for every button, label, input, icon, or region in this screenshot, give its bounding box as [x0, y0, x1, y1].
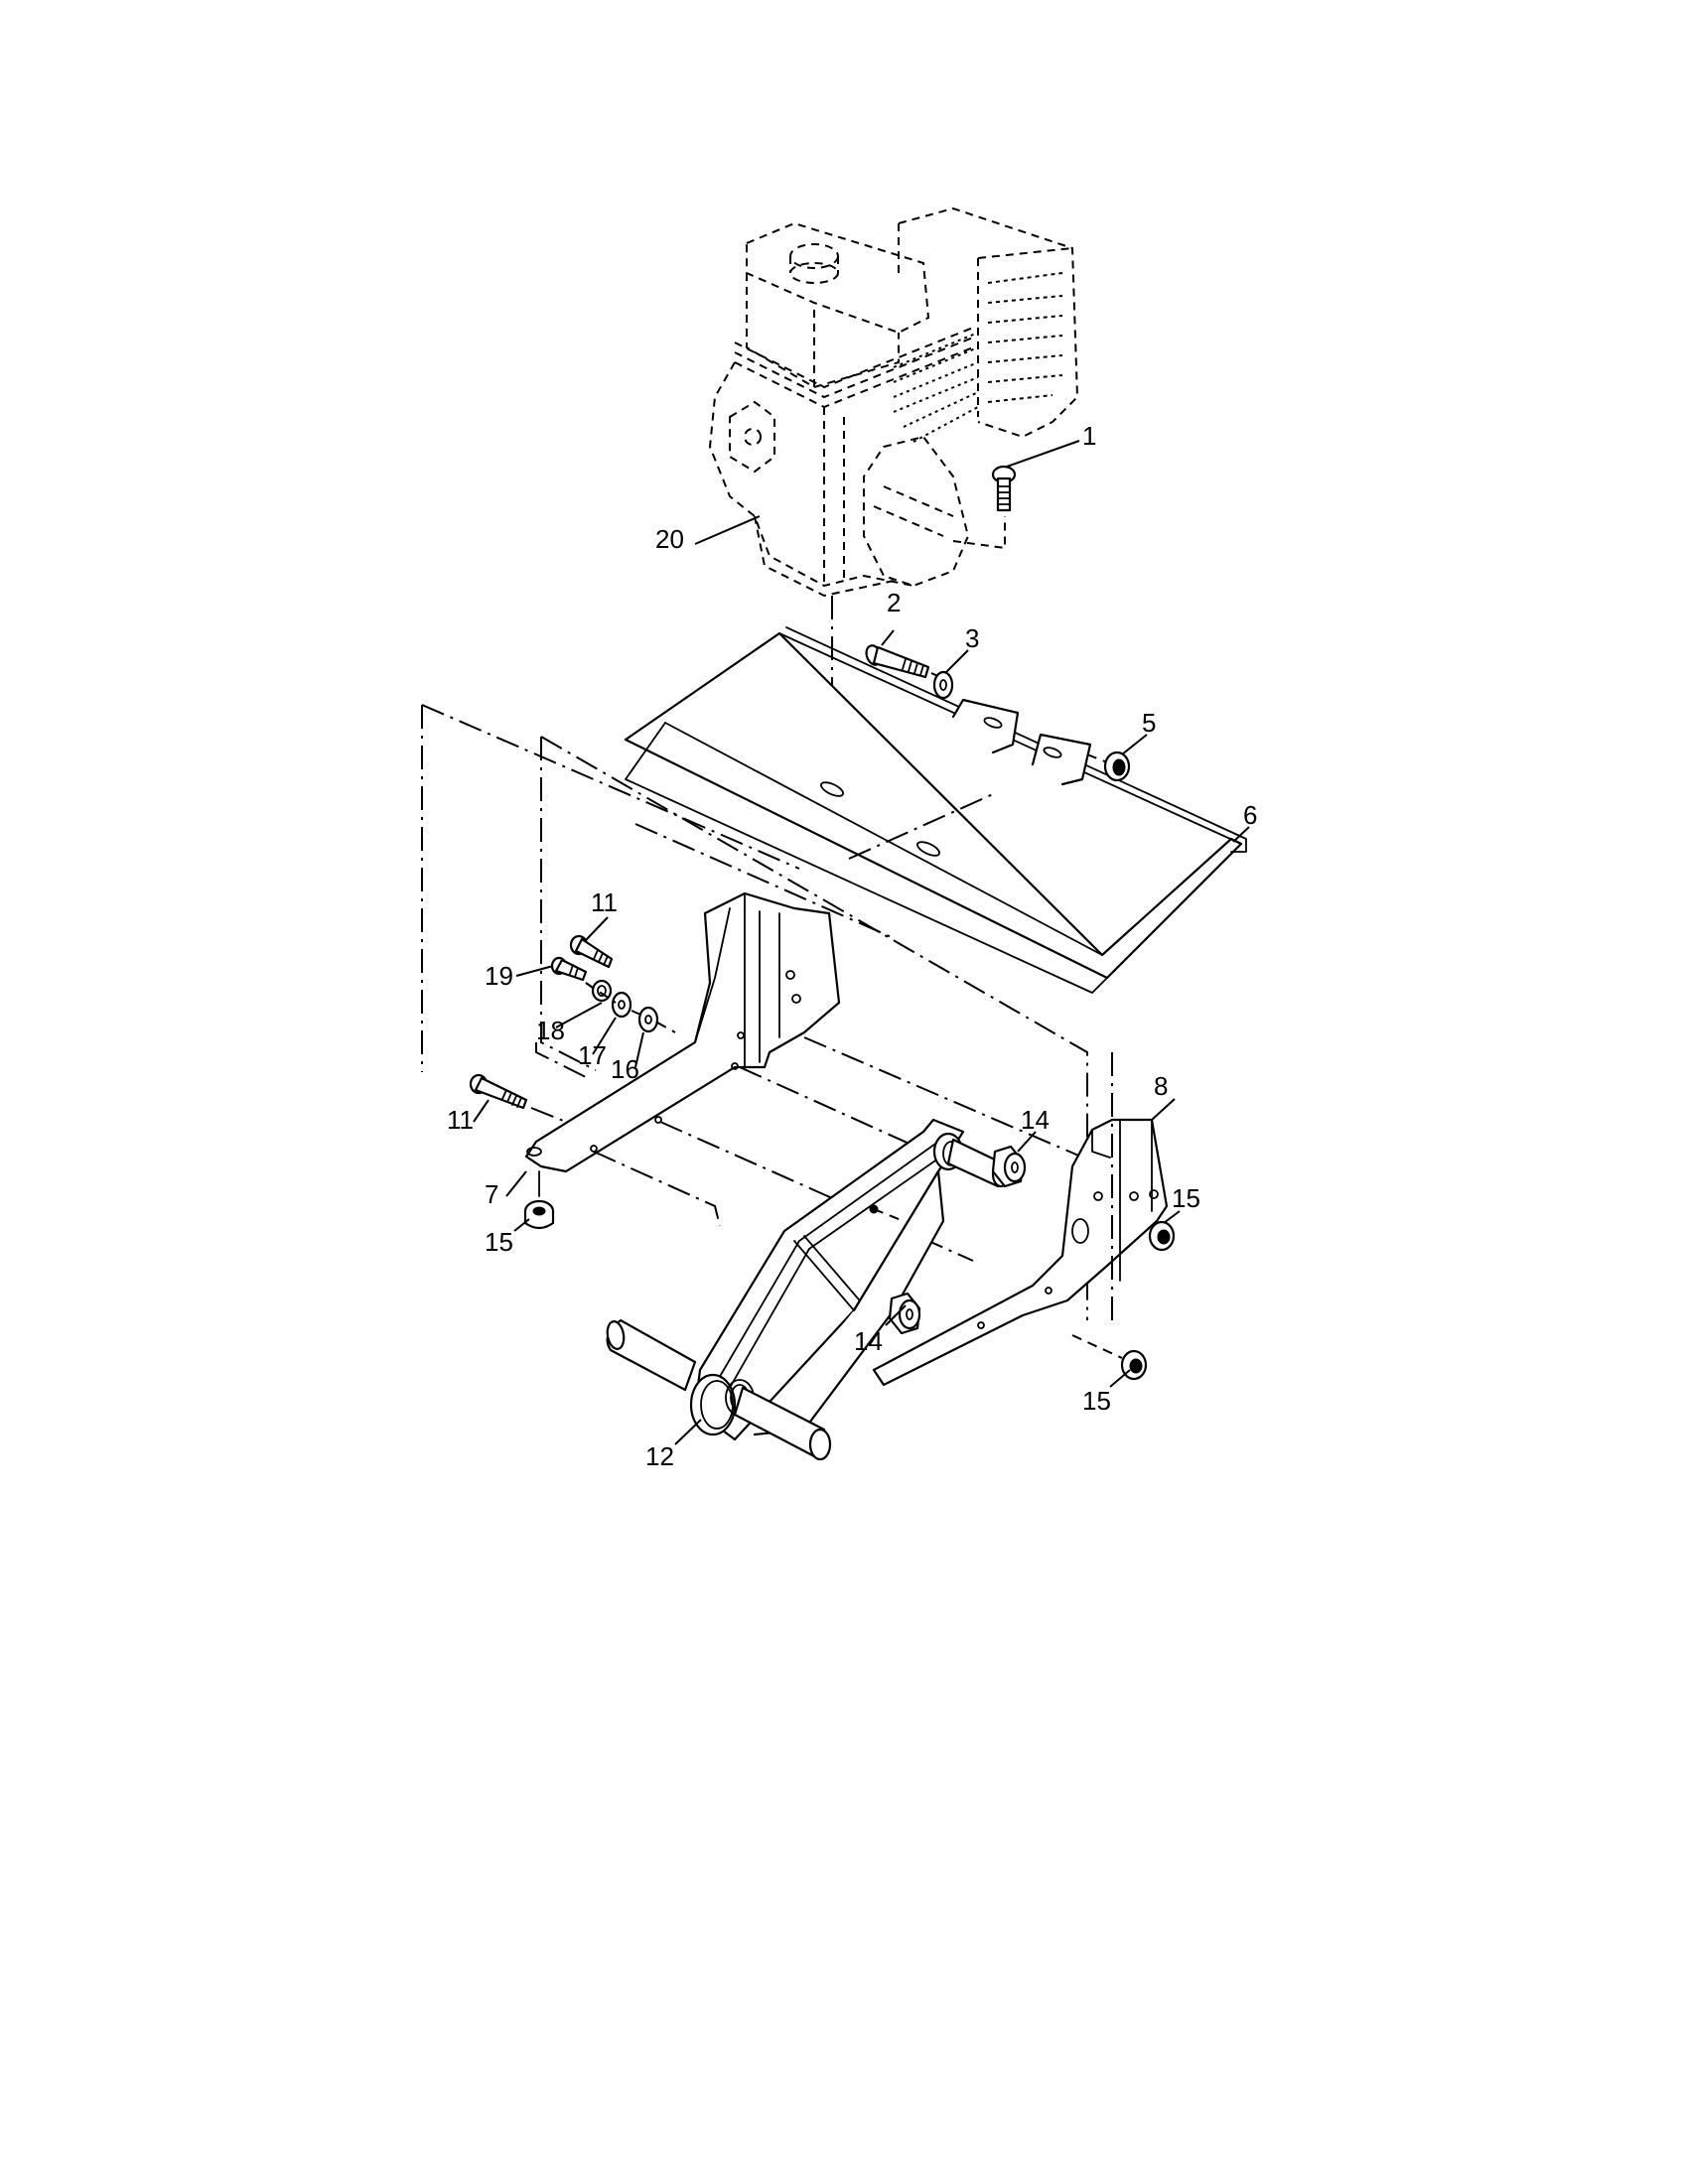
- svg-text:2: 2: [887, 588, 901, 617]
- callout-11-upper: 11: [585, 887, 618, 941]
- callout-16: 16: [611, 1031, 644, 1084]
- nut-15-right-lower-icon: [1071, 1334, 1148, 1381]
- nut-5-icon: [1086, 751, 1131, 782]
- tine-shield: [624, 626, 1247, 994]
- svg-text:1: 1: [1082, 421, 1096, 451]
- callout-14-upper: 14: [1017, 1105, 1050, 1153]
- phantom-line: [535, 1042, 587, 1078]
- bolt-19-icon: [550, 956, 588, 982]
- bolt-11-lower-icon: [469, 1073, 528, 1110]
- callout-15-right-lower: 15: [1082, 1369, 1131, 1416]
- callout-3: 3: [944, 623, 979, 674]
- callout-17: 17: [578, 1017, 617, 1070]
- svg-text:16: 16: [611, 1054, 639, 1084]
- callout-2: 2: [881, 588, 901, 646]
- svg-text:12: 12: [645, 1441, 674, 1471]
- svg-text:5: 5: [1142, 708, 1156, 738]
- washer-16-icon: [637, 1006, 659, 1033]
- callout-6: 6: [1232, 800, 1257, 843]
- svg-text:11: 11: [591, 887, 618, 917]
- svg-text:15: 15: [485, 1227, 513, 1257]
- spacer-14-upper-icon: [991, 1145, 1027, 1188]
- svg-text:20: 20: [655, 524, 684, 554]
- left-frame-bracket: [524, 891, 841, 1173]
- svg-text:14: 14: [1021, 1105, 1050, 1135]
- alignment-line: [585, 982, 676, 1033]
- svg-text:6: 6: [1243, 800, 1257, 830]
- spacer-14-lower-icon: [888, 1292, 921, 1335]
- callout-5: 5: [1121, 708, 1156, 755]
- callout-18: 18: [536, 1002, 603, 1045]
- callout-7: 7: [485, 1170, 527, 1209]
- phantom-line: [593, 1151, 721, 1227]
- svg-text:17: 17: [578, 1040, 607, 1070]
- callout-20: 20: [655, 515, 761, 554]
- svg-text:19: 19: [485, 961, 513, 991]
- washer-3-icon: [932, 670, 954, 700]
- nut-15-right-upper-icon: [1148, 1220, 1176, 1252]
- svg-text:7: 7: [485, 1179, 498, 1209]
- callout-1: 1: [1006, 421, 1096, 468]
- svg-text:11: 11: [447, 1105, 474, 1135]
- phantom-line: [530, 1107, 567, 1123]
- phantom-line: [803, 1036, 1163, 1192]
- callout-15-left: 15: [485, 1218, 530, 1257]
- phantom-line: [421, 704, 800, 870]
- chain-case-assembly: [606, 1118, 1011, 1461]
- callout-12: 12: [645, 1419, 702, 1471]
- nut-15-left-icon: [523, 1199, 555, 1230]
- phantom-line: [540, 736, 1088, 1320]
- callout-19: 19: [485, 961, 554, 991]
- callout-15-right-upper: 15: [1163, 1183, 1200, 1224]
- svg-text:15: 15: [1082, 1386, 1111, 1416]
- callout-8: 8: [1151, 1071, 1176, 1121]
- callout-14-lower: 14: [854, 1304, 907, 1356]
- svg-text:8: 8: [1154, 1071, 1168, 1101]
- svg-text:3: 3: [965, 623, 979, 653]
- engine-illustration: [708, 206, 1079, 598]
- bolt-1-icon: [991, 465, 1017, 512]
- svg-text:14: 14: [854, 1326, 883, 1356]
- bolt-2-icon: [865, 644, 949, 682]
- phantom-line: [739, 1066, 994, 1182]
- washer-17-icon: [611, 991, 632, 1019]
- svg-text:18: 18: [536, 1016, 565, 1045]
- right-frame-bracket: [872, 1118, 1169, 1387]
- callout-11-lower: 11: [447, 1099, 490, 1135]
- phantom-line: [634, 793, 994, 939]
- svg-text:15: 15: [1172, 1183, 1200, 1213]
- bolt-11-upper-icon: [569, 934, 614, 969]
- phantom-line: [540, 737, 597, 1071]
